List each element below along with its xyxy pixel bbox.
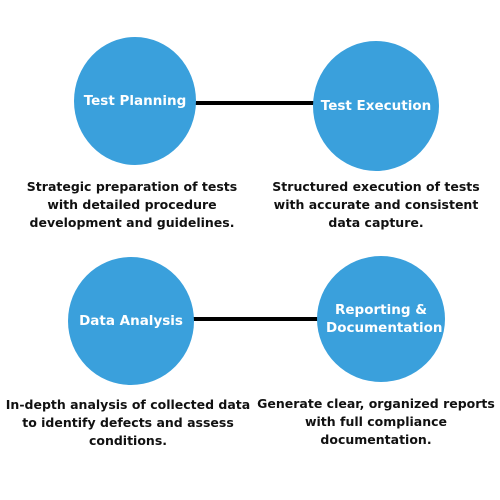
node-test-planning: Test Planning (74, 37, 196, 165)
node-test-execution: Test Execution (313, 41, 439, 171)
node-title: Test Planning (83, 92, 187, 109)
node-title: Data Analysis (79, 312, 183, 329)
description-reporting-documentation: Generate clear, organized reports with f… (257, 396, 495, 448)
connector-planning-execution (190, 101, 330, 105)
node-reporting-documentation: Reporting & Documentation (317, 256, 445, 382)
description-data-analysis: In-depth analysis of collected data to i… (5, 397, 251, 449)
node-title: Reporting & Documentation (326, 301, 443, 336)
description-test-execution: Structured execution of tests with accur… (272, 179, 480, 231)
node-title: Test Execution (320, 97, 432, 114)
description-test-planning: Strategic preparation of tests with deta… (26, 179, 238, 231)
connector-analysis-reporting (185, 317, 335, 321)
node-data-analysis: Data Analysis (68, 257, 194, 385)
